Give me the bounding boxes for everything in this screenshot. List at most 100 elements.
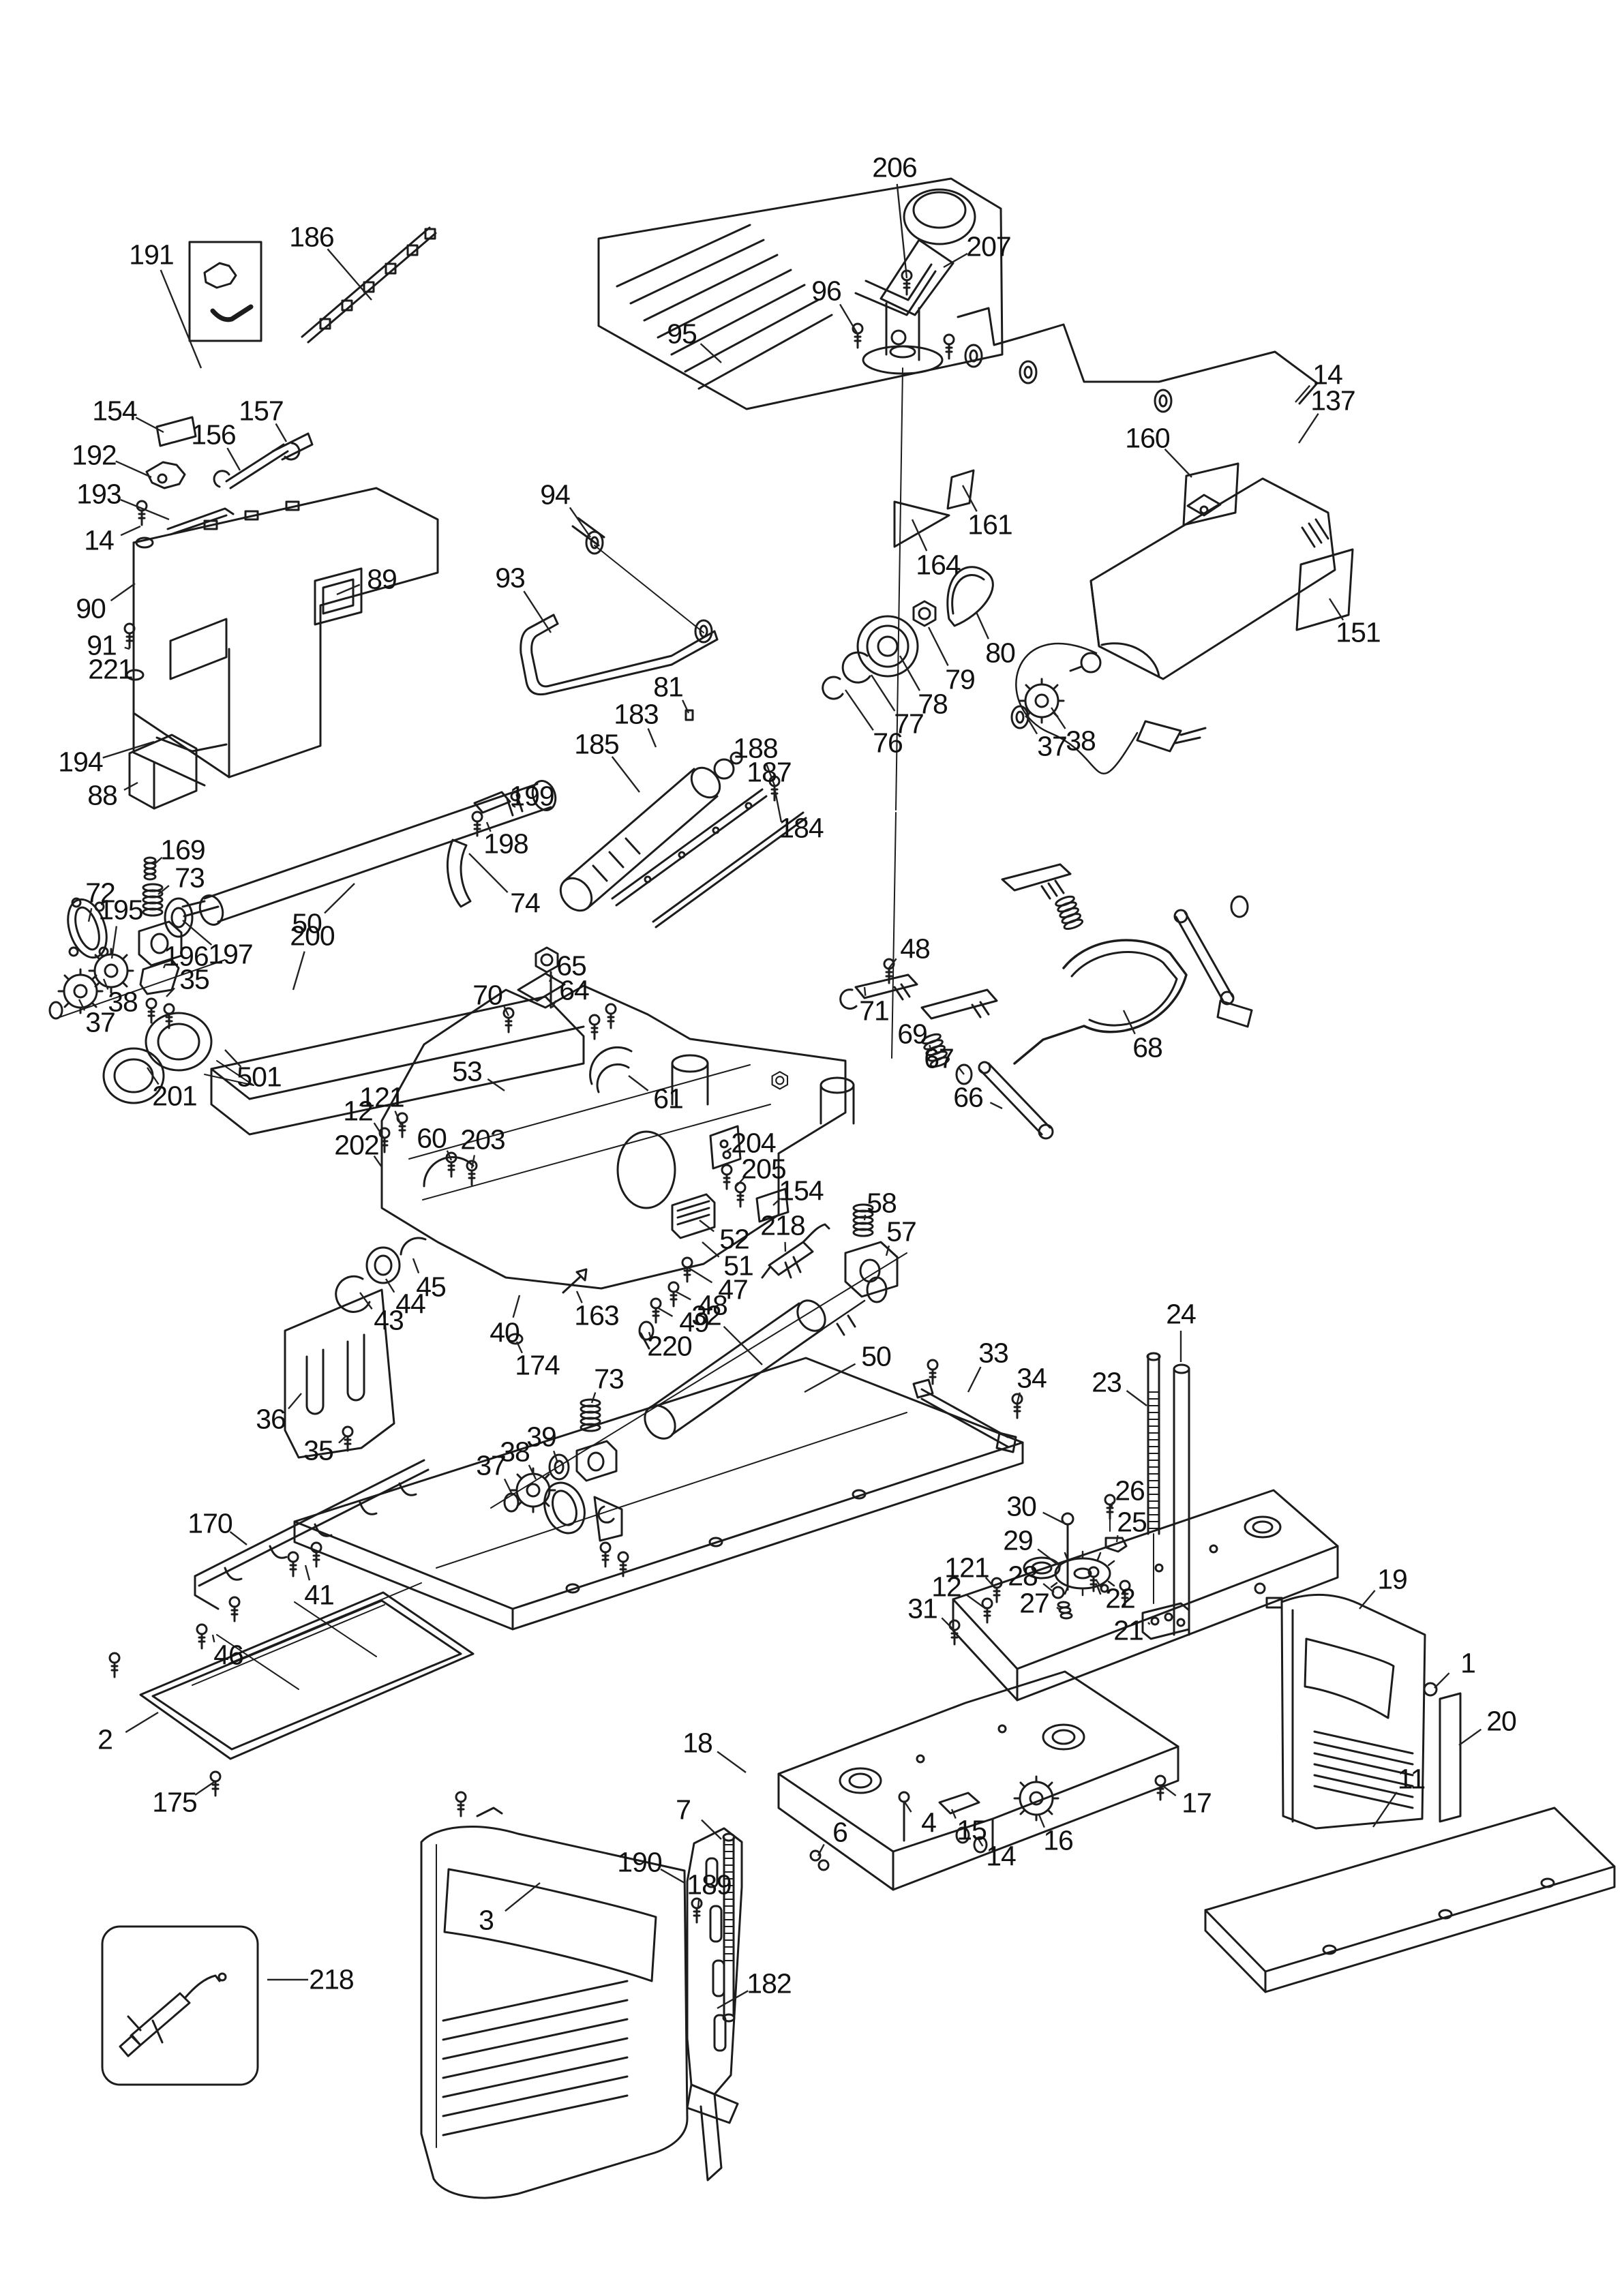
part-label-30: 30 (1006, 1490, 1037, 1522)
part-label-169: 169 (160, 834, 205, 866)
leader-line (503, 1478, 514, 1496)
leader-line (976, 1837, 984, 1847)
leader-line (575, 1290, 583, 1303)
leader-line (899, 655, 921, 691)
leader-line (628, 1075, 649, 1091)
leader-line (929, 1044, 933, 1052)
leader-line (717, 1751, 747, 1773)
leader-line (772, 1198, 781, 1206)
part-label-32: 32 (691, 1299, 722, 1331)
leader-line (657, 1306, 674, 1317)
part-label-160: 160 (1125, 422, 1170, 454)
leader-line (548, 975, 554, 982)
part-label-96: 96 (811, 275, 842, 307)
part-label-2: 2 (97, 1723, 113, 1755)
leader-line (512, 804, 516, 809)
leader-line (523, 590, 552, 633)
leader-line (1038, 1814, 1045, 1828)
leader-line (1110, 1502, 1114, 1509)
leader-line (132, 671, 135, 674)
part-label-203: 203 (460, 1123, 505, 1155)
leader-line (373, 1155, 382, 1168)
leader-line (688, 1267, 713, 1284)
part-label-26: 26 (1115, 1475, 1145, 1507)
part-label-49: 49 (679, 1306, 710, 1338)
part-label-151: 151 (1336, 616, 1381, 648)
leader-line (153, 856, 163, 865)
part-label-46: 46 (213, 1639, 244, 1671)
part-label-195: 195 (98, 894, 143, 926)
part-label-121: 121 (944, 1552, 989, 1584)
part-label-27: 27 (1019, 1587, 1050, 1619)
leader-line (648, 1331, 652, 1338)
part-label-183: 183 (614, 698, 659, 730)
leader-line (412, 1258, 420, 1274)
leader-line (102, 740, 155, 759)
part-label-39: 39 (526, 1421, 557, 1453)
part-label-43: 43 (374, 1304, 404, 1336)
leader-line (700, 343, 722, 363)
part-label-89: 89 (367, 563, 397, 595)
leader-line (1458, 1728, 1482, 1746)
leader-line (160, 269, 202, 369)
part-label-52: 52 (719, 1223, 750, 1255)
part-label-12: 12 (343, 1095, 374, 1127)
part-label-24: 24 (1166, 1298, 1197, 1330)
leader-line (723, 1325, 763, 1365)
part-label-189: 189 (687, 1869, 732, 1901)
part-label-218: 218 (309, 1963, 354, 1995)
leader-line (903, 1800, 912, 1813)
part-label-186: 186 (289, 221, 334, 253)
part-label-57: 57 (886, 1215, 917, 1248)
part-label-16: 16 (1043, 1824, 1074, 1856)
leader-line (194, 1781, 215, 1796)
leader-line (87, 907, 93, 922)
leader-line (647, 728, 657, 748)
part-label-201: 201 (152, 1080, 197, 1112)
part-label-35: 35 (179, 963, 210, 995)
leader-line (911, 519, 928, 552)
part-label-53: 53 (452, 1055, 483, 1087)
leader-line (124, 646, 130, 650)
part-label-64: 64 (559, 974, 590, 1006)
leader-line (125, 1711, 159, 1734)
part-label-164: 164 (916, 549, 961, 581)
leader-line (765, 762, 776, 786)
part-label-76: 76 (873, 727, 903, 759)
part-label-1: 1 (1460, 1647, 1476, 1679)
leader-line (717, 1990, 749, 2010)
leader-line (336, 584, 361, 596)
leader-line (394, 1111, 402, 1126)
part-label-36: 36 (256, 1403, 286, 1435)
leader-line (967, 1366, 982, 1393)
part-label-161: 161 (967, 509, 1012, 541)
part-label-22: 22 (1105, 1582, 1136, 1614)
part-label-121: 121 (359, 1081, 404, 1113)
part-label-204: 204 (731, 1127, 776, 1159)
part-label-73: 73 (175, 862, 205, 894)
part-label-94: 94 (540, 479, 571, 511)
leader-line (373, 1122, 385, 1138)
part-label-29: 29 (1003, 1524, 1034, 1556)
part-label-73: 73 (594, 1363, 625, 1395)
part-label-78: 78 (918, 688, 948, 720)
leader-line (569, 507, 591, 538)
part-label-93: 93 (495, 562, 526, 594)
part-label-48: 48 (697, 1289, 728, 1321)
part-label-37: 37 (1037, 730, 1068, 762)
leader-line (528, 1464, 537, 1480)
leader-line (123, 781, 138, 791)
leader-line (984, 1577, 996, 1589)
part-label-33: 33 (978, 1337, 1009, 1369)
part-label-170: 170 (187, 1507, 232, 1539)
part-label-40: 40 (490, 1316, 520, 1348)
part-label-218: 218 (760, 1209, 805, 1241)
leader-line (927, 626, 949, 666)
leader-line (697, 1899, 700, 1908)
part-label-4: 4 (921, 1807, 937, 1839)
leader-line (503, 1006, 510, 1016)
part-label-47: 47 (718, 1273, 749, 1305)
leader-line (1042, 1583, 1055, 1593)
part-label-202: 202 (334, 1129, 379, 1161)
